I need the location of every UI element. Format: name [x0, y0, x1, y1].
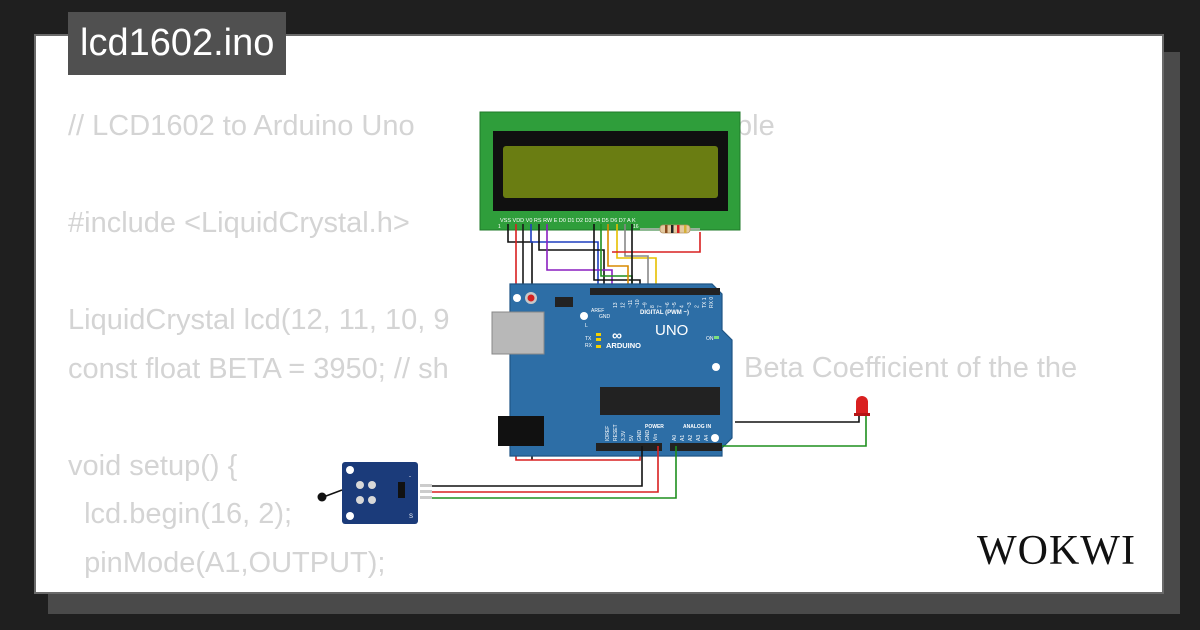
code-line: LiquidCrystal lcd(12, 11, 10, 9 — [68, 304, 450, 336]
arduino-brand: ARDUINO — [606, 341, 641, 350]
power-pin-label: GND — [637, 430, 643, 442]
analog-pin-label: A3 — [696, 435, 702, 441]
ntc-temperature-sensor[interactable]: - S — [317, 462, 433, 524]
digital-pin-label: ~9 — [643, 302, 649, 308]
sensor-minus-label: - — [409, 474, 411, 480]
lcd-pin-labels: VSS VDD V0 RS RW E D0 D1 D2 D3 D4 D5 D6 … — [500, 218, 636, 224]
infinity-logo: ∞ — [612, 327, 622, 343]
wokwi-logo: WOKWI — [977, 528, 1136, 574]
red-led[interactable] — [722, 396, 870, 447]
code-preview: // LCD1602 to Arduino Uno ple #include <L… — [68, 102, 1077, 587]
power-pin-label: IOREF — [605, 426, 611, 441]
led-rx-label: RX — [585, 343, 593, 349]
digital-pin-label: TX 1 — [702, 297, 708, 308]
digital-pin-label: 13 — [613, 302, 619, 308]
lcd-pin-last: 16 — [633, 224, 639, 230]
resistor[interactable] — [640, 224, 700, 234]
digital-pin-label: 12 — [620, 302, 626, 308]
digital-pin-label: ~6 — [665, 302, 671, 308]
led-on-label: ON — [706, 336, 714, 342]
power-pin-label: GND — [645, 430, 651, 442]
aref-label: AREF — [591, 308, 604, 314]
sensor-s-label: S — [409, 514, 413, 520]
led-tx-label: TX — [585, 336, 592, 342]
lcd1602-display[interactable]: VSS VDD V0 RS RW E D0 D1 D2 D3 D4 D5 D6 … — [479, 111, 741, 231]
digital-pin-label: ~5 — [672, 302, 678, 308]
analog-pin-label: A1 — [680, 435, 686, 441]
analog-pin-label: A2 — [688, 435, 694, 441]
code-line: Beta Coefficient of the the — [744, 352, 1078, 384]
uno-label: UNO — [655, 322, 688, 339]
digital-pin-label: 8 — [650, 305, 656, 308]
digital-pin-label: ~3 — [687, 302, 693, 308]
power-pin-label: RESET — [613, 424, 619, 441]
lcd-pin-first: 1 — [498, 224, 501, 230]
wokwi-logo-text: WOKWI — [977, 528, 1136, 574]
analog-pin-label: A5 — [712, 435, 718, 441]
power-pin-label: 3.3V — [621, 430, 627, 441]
power-pin-label: Vin — [653, 434, 659, 441]
analog-label: ANALOG IN — [683, 424, 711, 430]
analog-pin-label: A0 — [672, 435, 678, 441]
sensor-wires — [432, 446, 677, 499]
digital-pin-label: 2 — [694, 305, 700, 308]
code-line: void setup() { — [68, 449, 238, 482]
arduino-uno-board[interactable]: AREF GND DIGITAL (PWM ~) ∞ UNO ARDUINO L… — [491, 283, 733, 457]
power-label: POWER — [645, 424, 664, 430]
led-l-label: L — [585, 323, 588, 329]
code-line: // LCD1602 to Arduino Uno — [68, 110, 415, 142]
digital-pin-label: ~10 — [635, 299, 641, 308]
code-line: ple — [736, 110, 775, 142]
power-pin-label: 5V — [629, 434, 635, 441]
gnd-label: GND — [599, 314, 611, 320]
digital-label: DIGITAL (PWM ~) — [640, 310, 689, 316]
digital-pin-label: RX 0 — [709, 297, 715, 308]
code-line: pinMode(A1,OUTPUT); — [68, 546, 386, 579]
code-line: #include <LiquidCrystal.h> — [68, 207, 410, 239]
analog-pin-label: A4 — [704, 435, 710, 441]
code-line: lcd.begin(16, 2); — [68, 498, 293, 530]
code-line: const float BETA = 3950; // sh — [68, 352, 449, 385]
digital-pin-label: 4 — [680, 305, 686, 308]
digital-pin-label: ~11 — [628, 300, 634, 308]
file-title: lcd1602.ino — [68, 12, 287, 75]
digital-pin-label: 7 — [657, 305, 663, 308]
